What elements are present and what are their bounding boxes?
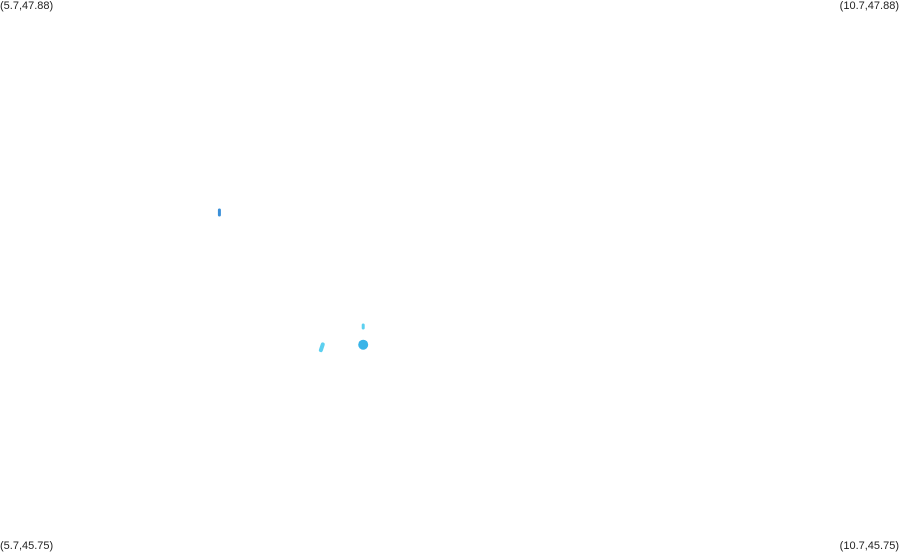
- water-feature-lake-south-right-inlet: [361, 323, 365, 330]
- corner-coordinate-top-left: (5.7,47.88): [0, 0, 54, 12]
- water-feature-lake-south-left: [318, 342, 325, 353]
- corner-coordinate-bottom-right: (10.7,45.75): [839, 540, 899, 552]
- corner-coordinate-top-right: (10.7,47.88): [839, 0, 899, 12]
- water-feature-lake-south-right: [358, 339, 369, 350]
- corner-coordinate-bottom-left: (5.7,45.75): [0, 540, 54, 552]
- water-feature-small-lake-west: [217, 208, 221, 217]
